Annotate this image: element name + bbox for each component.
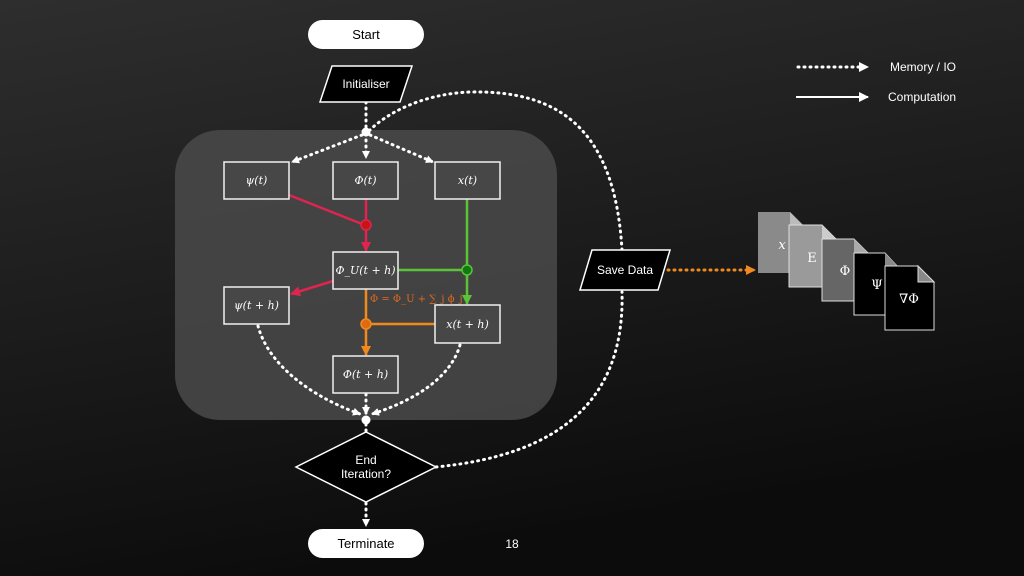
svg-text:ψ(t + h): ψ(t + h) [234,299,279,312]
computation-edges [288,193,472,356]
svg-text:Φ(t + h): Φ(t + h) [343,368,388,381]
svg-text:ψ(t): ψ(t) [246,174,268,187]
initialiser-io: Initialiser [318,65,414,103]
red-junction [360,219,372,231]
file-grad-phi: ∇Φ [884,264,936,331]
svg-text:Start: Start [352,27,380,42]
page-number: 18 [505,537,519,551]
legend-memory: Memory / IO [890,60,956,74]
node-x-t: x(t) [434,161,501,200]
svg-text:x(t): x(t) [458,174,477,187]
svg-text:End: End [355,453,376,467]
formula: Φ = Φ_U + ∑_j ϕ_j [370,294,463,305]
terminate-terminal: Terminate [308,529,424,558]
svg-text:Ψ: Ψ [871,278,882,293]
node-x-t-h: x(t + h) [434,304,501,344]
node-phi-t: Φ(t) [332,161,399,200]
legend-computation: Computation [888,90,956,104]
svg-text:∇Φ: ∇Φ [899,292,919,307]
svg-text:Initialiser: Initialiser [342,77,389,91]
svg-text:x(t + h): x(t + h) [446,318,489,331]
svg-text:Save Data: Save Data [597,263,653,277]
svg-text:x: x [778,238,786,253]
svg-text:Φ(t): Φ(t) [354,174,376,187]
node-psi-t-h: ψ(t + h) [223,286,290,325]
svg-text:Terminate: Terminate [337,536,394,551]
memory-io-edges [256,90,757,528]
svg-text:Iteration?: Iteration? [341,467,391,481]
legend: Memory / IO Computation [796,60,956,104]
svg-text:E: E [807,251,817,266]
junction-top [361,127,371,137]
green-junction [461,264,473,276]
end-iteration-decision: End Iteration? [294,431,438,503]
node-phi-t-h: Φ(t + h) [332,355,399,394]
node-phi-u: Φ_U(t + h) [332,251,399,290]
svg-text:Φ: Φ [840,264,851,279]
svg-text:Φ_U(t + h): Φ_U(t + h) [335,264,395,277]
node-psi-t: ψ(t) [223,161,290,200]
start-terminal: Start [308,20,424,49]
orange-junction [360,318,372,330]
junction-bottom [361,415,371,425]
save-data-io: Save Data [578,249,672,291]
